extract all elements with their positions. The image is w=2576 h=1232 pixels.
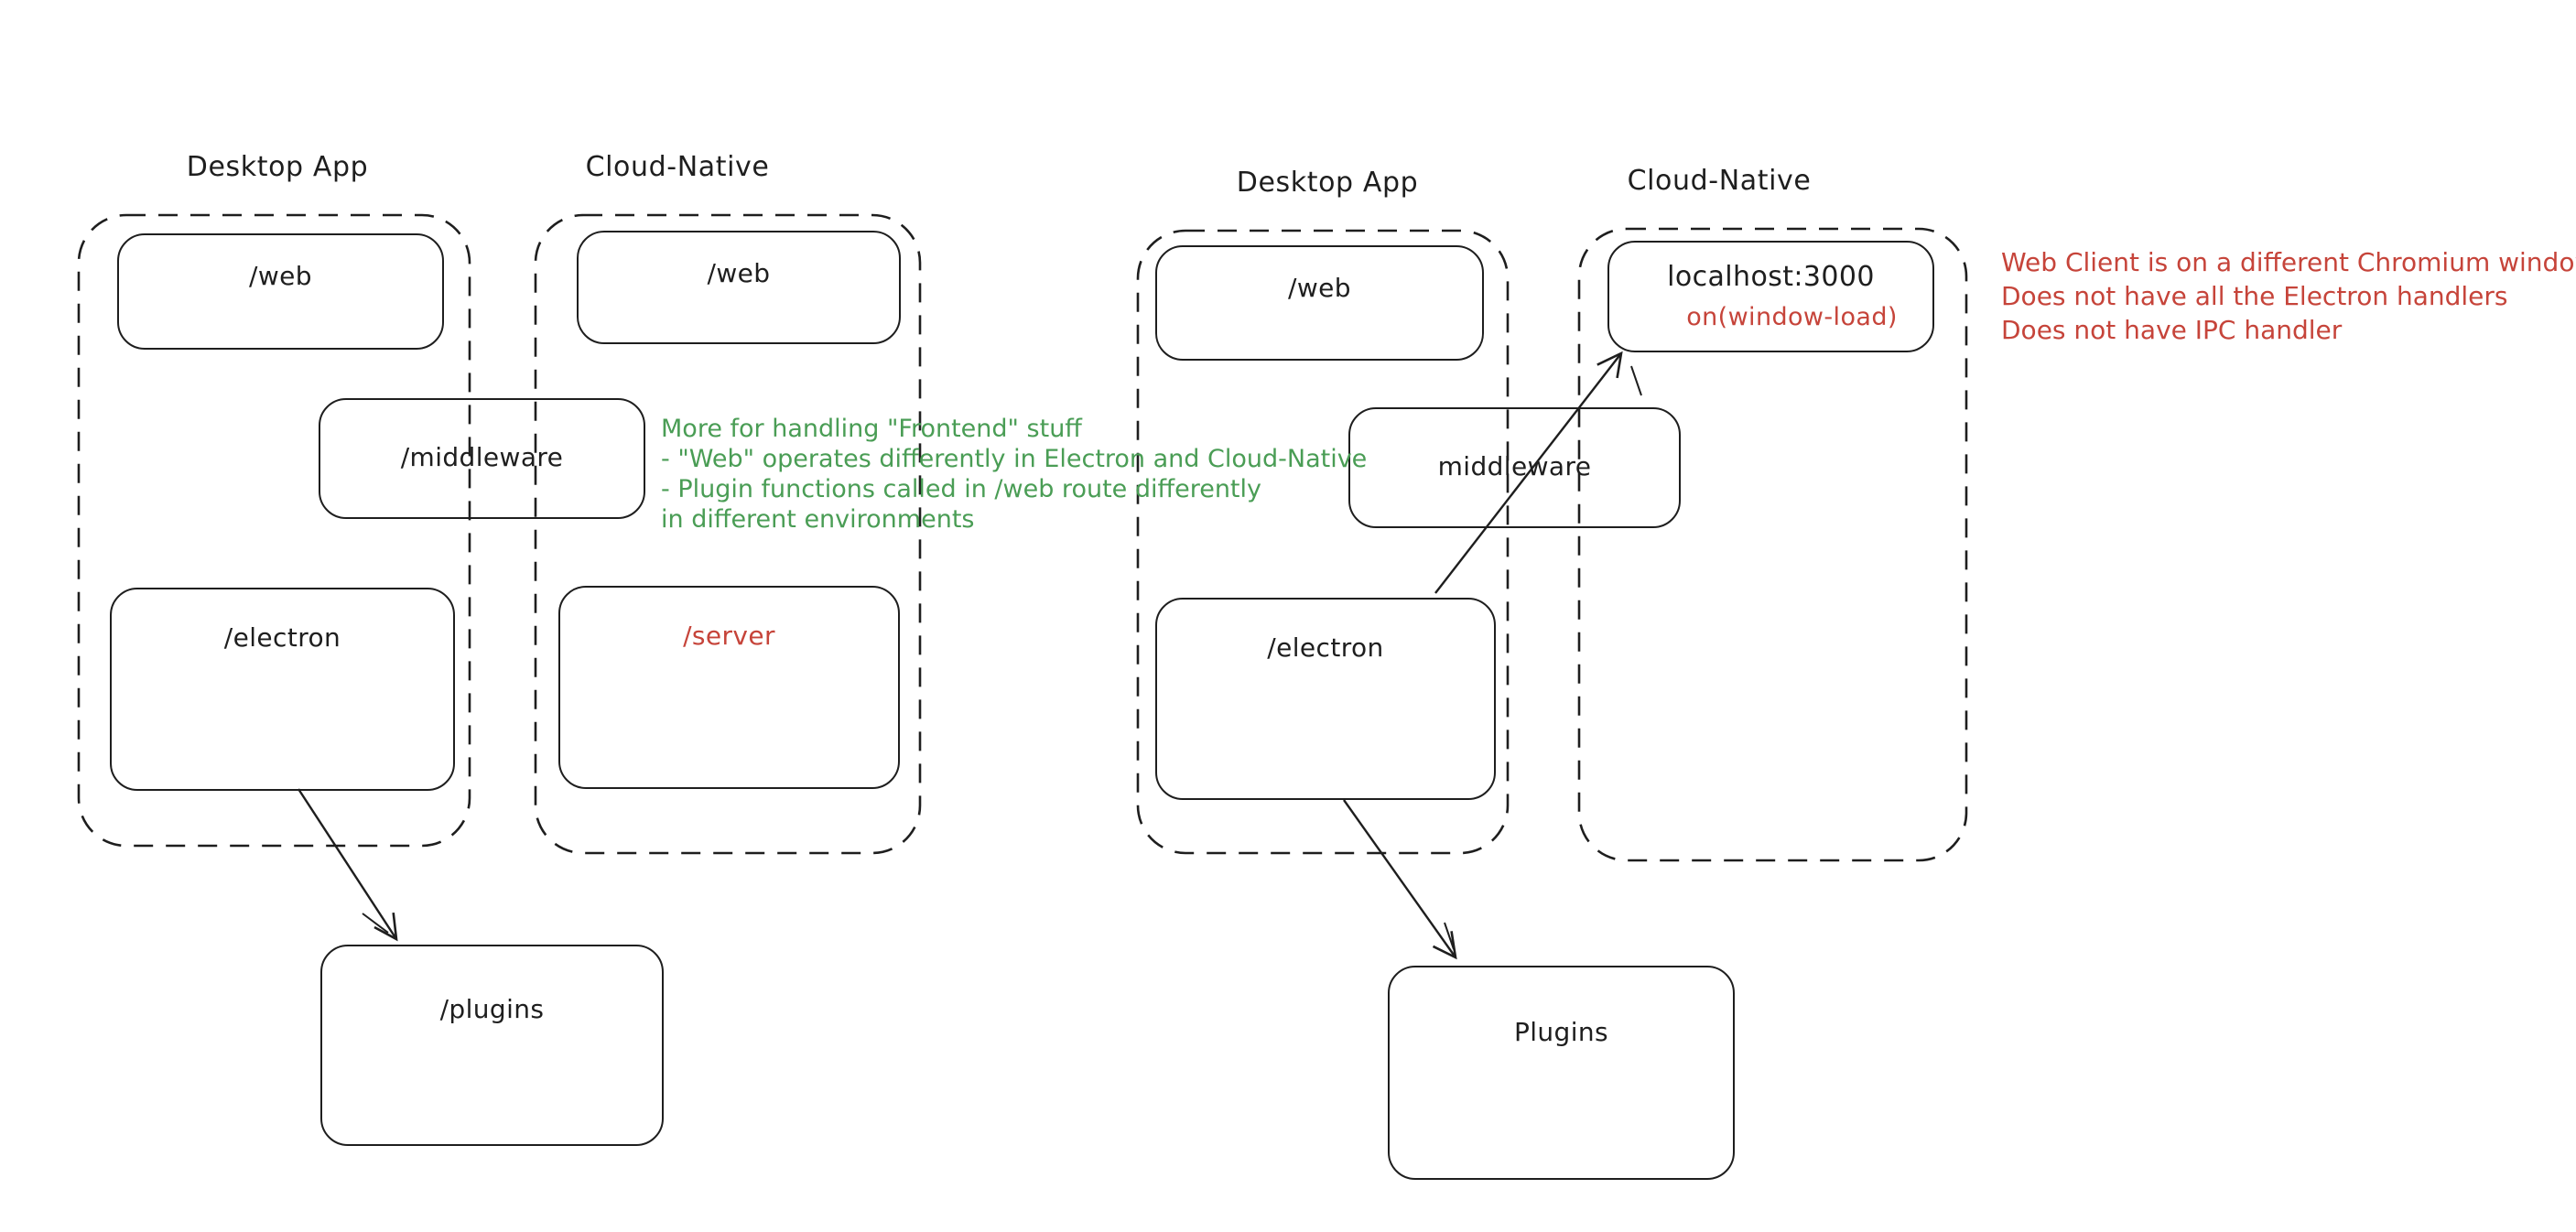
arrow-sketch-stroke — [1630, 365, 1642, 396]
right-cloud-native-container — [1577, 227, 1968, 862]
node-sublabel-window-load: on(window-load) — [1686, 303, 1898, 331]
arrow-electron-to-localhost-right — [1434, 351, 1623, 594]
node-plugins-right: Plugins — [1388, 966, 1735, 1180]
annotation-line: - Plugin functions called in /web route … — [661, 475, 1262, 503]
node-plugins-left: /plugins — [320, 945, 664, 1146]
annotation-line: Web Client is on a different Chromium wi… — [2001, 247, 2576, 277]
left-desktop-app-container — [77, 213, 471, 848]
right-cloud-native-title: Cloud-Native — [1627, 165, 1812, 197]
node-label: /electron — [223, 622, 341, 653]
node-label: Plugins — [1513, 1017, 1609, 1047]
annotation-line: in different environments — [661, 505, 975, 534]
node-label: /middleware — [400, 442, 564, 472]
node-middleware-right: middleware — [1348, 407, 1681, 528]
node-middleware-left: /middleware — [319, 398, 645, 519]
arrow-sketch-stroke — [362, 913, 389, 934]
left-annotation: More for handling "Frontend" stuff - "We… — [661, 414, 1367, 535]
annotation-line: Does not have IPC handler — [2001, 315, 2343, 345]
left-desktop-app-title: Desktop App — [186, 151, 369, 183]
arrow-electron-to-plugins-right — [1343, 799, 1457, 960]
node-label: /server — [683, 621, 775, 651]
node-label: localhost:3000 — [1667, 261, 1875, 293]
node-electron-right: /electron — [1155, 598, 1496, 800]
node-web-left-desktop: /web — [117, 233, 444, 350]
node-label: /plugins — [439, 994, 545, 1024]
arrow-electron-to-plugins-left — [297, 788, 398, 942]
node-label: middleware — [1437, 451, 1592, 481]
annotation-line: Does not have all the Electron handlers — [2001, 281, 2508, 311]
right-desktop-app-title: Desktop App — [1236, 167, 1419, 199]
node-localhost-3000: localhost:3000 on(window-load) — [1607, 241, 1934, 352]
right-annotation: Web Client is on a different Chromium wi… — [2001, 245, 2576, 347]
arrow-sketch-stroke — [1444, 922, 1455, 950]
annotation-line: More for handling "Frontend" stuff — [661, 415, 1082, 443]
node-web-left-cloud: /web — [577, 231, 901, 344]
node-label: /electron — [1267, 632, 1384, 663]
left-cloud-native-title: Cloud-Native — [585, 151, 770, 183]
node-label: /web — [249, 261, 312, 291]
node-server-left: /server — [558, 586, 900, 789]
node-electron-left: /electron — [110, 588, 455, 791]
node-label: /web — [707, 258, 771, 288]
node-web-right-desktop: /web — [1155, 245, 1484, 361]
right-desktop-app-container — [1136, 229, 1510, 855]
node-label: /web — [1288, 273, 1351, 303]
annotation-line: - "Web" operates differently in Electron… — [661, 445, 1368, 473]
left-cloud-native-container — [534, 213, 922, 855]
